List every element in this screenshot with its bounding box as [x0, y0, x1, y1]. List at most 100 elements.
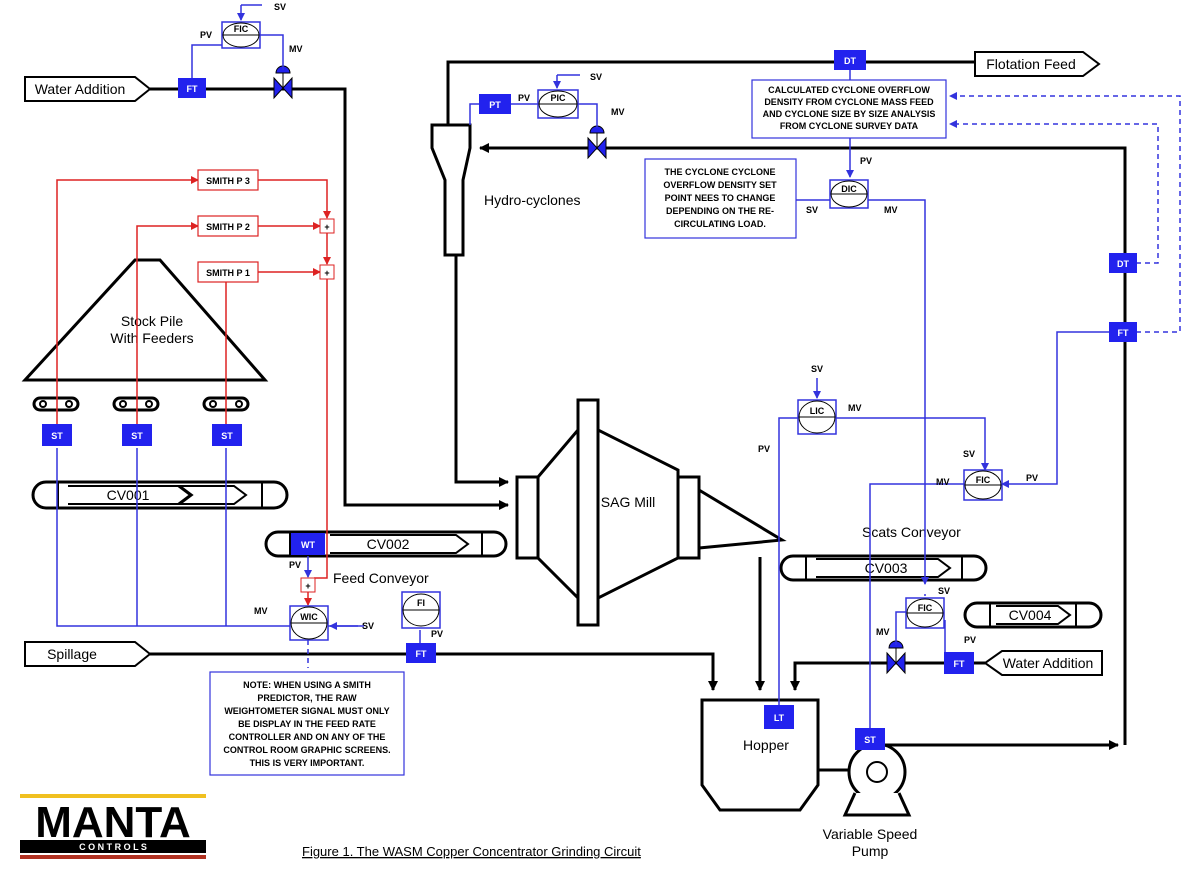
- svg-text:CV001: CV001: [107, 487, 150, 503]
- svg-text:PV: PV: [289, 560, 301, 570]
- smith-p2-block: SMITH P 2: [197, 215, 259, 237]
- conveyor-cv003: CV003: [779, 554, 988, 582]
- st-feeder-2-tag[interactable]: ST: [122, 424, 152, 446]
- svg-text:SV: SV: [362, 621, 374, 631]
- svg-text:CALCULATED CYCLONE OVERFLOW: CALCULATED CYCLONE OVERFLOW: [768, 85, 930, 95]
- dic-controller[interactable]: DIC: [829, 179, 869, 209]
- svg-text:DT: DT: [844, 56, 856, 66]
- wt-tag[interactable]: WT: [291, 533, 325, 555]
- cyclone-feed-line: [479, 143, 1127, 745]
- dt-right-tag[interactable]: DT: [1109, 253, 1137, 273]
- svg-text:PT: PT: [489, 100, 501, 110]
- svg-text:FIC: FIC: [976, 475, 991, 485]
- svg-text:Hydro-cyclones: Hydro-cyclones: [484, 192, 580, 208]
- svg-text:Pump: Pump: [852, 843, 889, 859]
- svg-text:FT: FT: [1118, 328, 1129, 338]
- dt-top-tag[interactable]: DT: [834, 50, 866, 70]
- fic-top-controller[interactable]: FIC: [221, 21, 261, 49]
- hydrocyclone: Hydro-cyclones: [430, 123, 580, 257]
- cyclone-underflow-line: [454, 255, 509, 487]
- svg-text:ST: ST: [221, 431, 233, 441]
- svg-text:CV004: CV004: [1009, 607, 1052, 623]
- pt-tag[interactable]: PT: [479, 94, 511, 114]
- conveyor-cv002: CV002: [264, 530, 508, 558]
- svg-text:WT: WT: [301, 540, 315, 550]
- feed-conveyor-label: Feed Conveyor: [333, 570, 429, 586]
- ft-water-addition-tag[interactable]: FT: [178, 78, 206, 98]
- svg-text:SAG Mill: SAG Mill: [601, 494, 655, 510]
- svg-text:ST: ST: [864, 735, 876, 745]
- svg-text:Water Addition: Water Addition: [1003, 655, 1094, 671]
- svg-text:FIC: FIC: [234, 24, 249, 34]
- svg-text:WIC: WIC: [300, 612, 318, 622]
- svg-text:THE CYCLONE CYCLONE: THE CYCLONE CYCLONE: [664, 167, 775, 177]
- svg-text:SMITH P 1: SMITH P 1: [206, 268, 250, 278]
- valve-water-addition[interactable]: [273, 65, 293, 100]
- pic-controller[interactable]: PIC: [537, 89, 579, 119]
- smith-note-box: NOTE: WHEN USING A SMITH PREDICTOR, THE …: [209, 671, 405, 776]
- fic-bottom-controller[interactable]: FIC: [905, 597, 945, 629]
- wic-controller[interactable]: WIC: [289, 605, 329, 641]
- svg-text:Variable Speed: Variable Speed: [823, 826, 918, 842]
- svg-text:DEPENDING ON THE RE-: DEPENDING ON THE RE-: [666, 206, 774, 216]
- fic-mid-controller[interactable]: FIC: [963, 469, 1003, 501]
- lt-tag[interactable]: LT: [764, 705, 794, 729]
- svg-text:DIC: DIC: [841, 184, 857, 194]
- ft-right-tag[interactable]: FT: [1109, 322, 1137, 342]
- summer-2: +: [319, 264, 335, 280]
- fi-indicator[interactable]: FI: [401, 591, 441, 629]
- svg-text:WEIGHTOMETER SIGNAL MUST ONLY: WEIGHTOMETER SIGNAL MUST ONLY: [224, 706, 389, 716]
- svg-text:FT: FT: [187, 84, 198, 94]
- svg-text:SV: SV: [811, 364, 823, 374]
- calc-note-box: CALCULATED CYCLONE OVERFLOW DENSITY FROM…: [751, 79, 947, 139]
- scats-conveyor-label: Scats Conveyor: [862, 524, 961, 540]
- summer-3: +: [300, 577, 316, 593]
- cyclone-overflow-line: [446, 60, 975, 125]
- svg-text:SMITH P 2: SMITH P 2: [206, 222, 250, 232]
- svg-text:Flotation Feed: Flotation Feed: [986, 56, 1076, 72]
- feeder-2: [112, 396, 160, 412]
- svg-text:MV: MV: [289, 44, 303, 54]
- svg-text:SV: SV: [938, 586, 950, 596]
- summer-1: +: [319, 218, 335, 234]
- svg-text:BE DISPLAY IN THE FEED RATE: BE DISPLAY IN THE FEED RATE: [238, 719, 376, 729]
- manta-controls-logo: MANTA C O N T R O L S: [20, 794, 206, 859]
- valve-cyclone-feed[interactable]: [587, 125, 607, 160]
- valve-water-right[interactable]: [886, 640, 906, 675]
- svg-text:CV002: CV002: [367, 536, 410, 552]
- svg-text:POINT NEES TO CHANGE: POINT NEES TO CHANGE: [665, 193, 776, 203]
- svg-text:+: +: [324, 268, 329, 278]
- st-pump-tag[interactable]: ST: [855, 728, 885, 750]
- signal-labels: PV SV MV PV SV MV PV SV MV SV MV PV SV M…: [200, 2, 1038, 645]
- ft-water-right-tag[interactable]: FT: [944, 652, 974, 674]
- lic-controller[interactable]: LIC: [797, 399, 837, 435]
- st-feeder-3-tag[interactable]: ST: [212, 424, 242, 446]
- svg-text:Stock Pile: Stock Pile: [121, 313, 183, 329]
- spillage-line: [150, 652, 718, 691]
- svg-text:With Feeders: With Feeders: [110, 330, 193, 346]
- svg-text:DT: DT: [1117, 259, 1129, 269]
- svg-text:PIC: PIC: [550, 93, 566, 103]
- svg-text:ST: ST: [131, 431, 143, 441]
- svg-text:CONTROL ROOM GRAPHIC SCREENS.: CONTROL ROOM GRAPHIC SCREENS.: [223, 745, 390, 755]
- stream-water-addition-right: Water Addition: [983, 650, 1103, 676]
- svg-text:MV: MV: [884, 205, 898, 215]
- svg-text:OVERFLOW DENSITY SET: OVERFLOW DENSITY SET: [663, 180, 777, 190]
- svg-text:PREDICTOR, THE RAW: PREDICTOR, THE RAW: [257, 693, 357, 703]
- svg-text:MV: MV: [611, 107, 625, 117]
- svg-text:PV: PV: [200, 30, 212, 40]
- svg-text:C O N T R O L S: C O N T R O L S: [79, 842, 147, 852]
- svg-text:CONTROLLER AND ON ANY OF THE: CONTROLLER AND ON ANY OF THE: [229, 732, 386, 742]
- svg-text:SV: SV: [590, 72, 602, 82]
- svg-text:FT: FT: [416, 649, 427, 659]
- st-feeder-1-tag[interactable]: ST: [42, 424, 72, 446]
- figure-caption: Figure 1. The WASM Copper Concentrator G…: [302, 844, 641, 859]
- ft-spillage-tag[interactable]: FT: [406, 643, 436, 663]
- svg-text:LT: LT: [774, 713, 785, 723]
- hopper: Hopper: [700, 698, 820, 812]
- svg-text:MV: MV: [936, 477, 950, 487]
- stream-water-addition-left: Water Addition: [24, 76, 152, 102]
- svg-text:Hopper: Hopper: [743, 737, 789, 753]
- svg-text:FROM CYCLONE SURVEY DATA: FROM CYCLONE SURVEY DATA: [780, 121, 919, 131]
